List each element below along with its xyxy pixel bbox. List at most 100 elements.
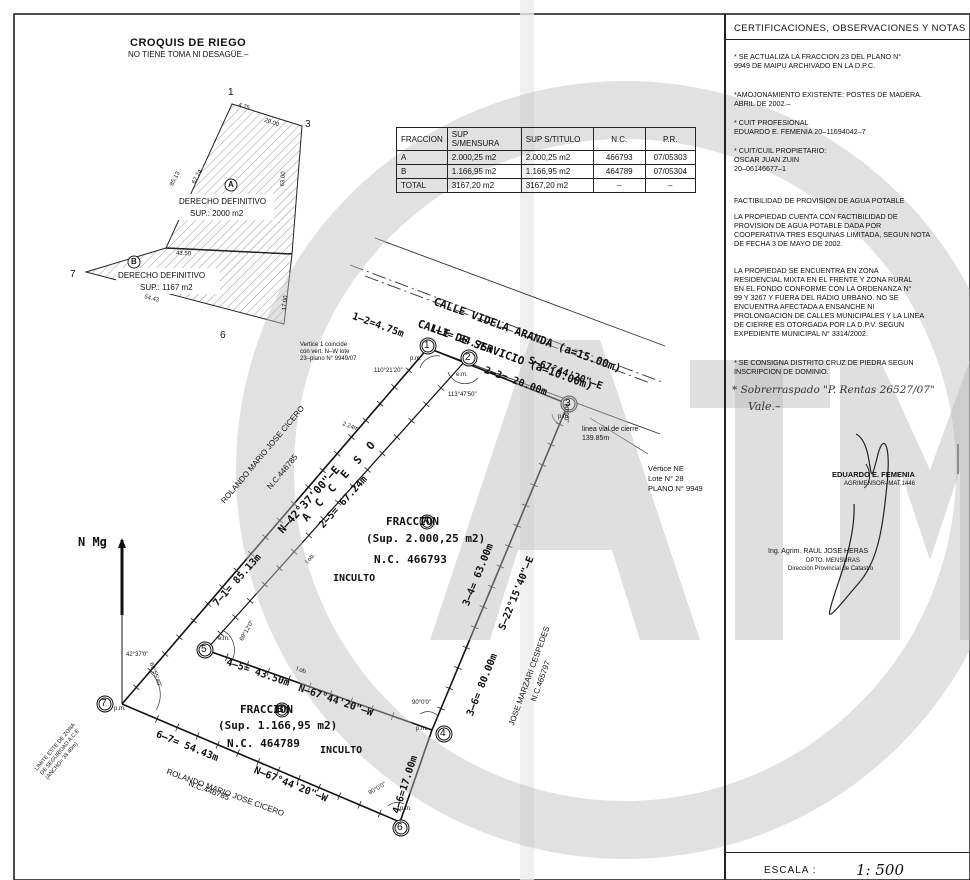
vertex-label-5: 5 — [201, 644, 207, 655]
table-cell: 464789 — [592, 164, 646, 179]
boundary-tick — [320, 515, 327, 522]
croquis-point-6: 6 — [220, 330, 226, 341]
boundary-tick — [245, 660, 250, 669]
croquis-dim-5: 63.00 — [279, 171, 288, 187]
boundary-tick — [190, 617, 197, 624]
boundary-tick — [276, 565, 283, 572]
boundary-tick — [319, 467, 327, 474]
boundary-tick — [337, 792, 342, 801]
boundary-tick — [246, 597, 254, 604]
note-fraccion: * SE ACTUALIZA LA FRACCION 23 DEL PLANO … — [734, 52, 902, 70]
boundary-tick — [378, 450, 386, 457]
fraction-table: FRACCION SUP S/MENSURA SUP S/TITULO N.C.… — [396, 127, 696, 193]
croquis-point-7: 7 — [70, 269, 76, 280]
table-cell: 2.000,25 m2 — [446, 150, 522, 165]
boundary-tick — [261, 581, 268, 588]
pm-vertex-6: p.m. — [400, 806, 412, 812]
boundary-tick — [247, 550, 255, 557]
boundary-tick — [391, 384, 398, 390]
boundary-tick — [232, 614, 239, 621]
table-header-row: FRACCION SUP S/MENSURA SUP S/TITULO N.C.… — [396, 127, 696, 151]
table-header-cell: SUP S/MENSURA — [446, 127, 522, 151]
boundary-tick — [217, 630, 224, 637]
boundary-tick — [376, 400, 384, 407]
signature-name: EDUARDO E. FEMENIA — [832, 470, 915, 479]
table-header-cell: FRACCION — [396, 127, 448, 151]
vertex-label-7: 7 — [101, 698, 107, 709]
pm-vertex-7: p.m. — [114, 706, 126, 712]
boundary-tick — [454, 666, 462, 670]
table-cell: 1.166,95 m2 — [446, 164, 522, 179]
table-cell: – — [644, 178, 696, 193]
boundary-tick — [479, 605, 488, 609]
boundary-tick — [408, 417, 415, 424]
croquis-letter-b: B — [131, 257, 137, 266]
table-cell: 07/05303 — [644, 150, 696, 165]
croquis-sup-b: SUP.: 1167 m2 — [140, 283, 193, 292]
fraction-b-sup: (Sup. 1.166,95 m2) — [218, 719, 338, 732]
boundary-tick — [233, 567, 241, 574]
vertice-1-note: Vertice 1 coincide con vert. N–W lote 23… — [300, 342, 357, 362]
boundary-tick — [147, 667, 154, 674]
boundary-tick — [513, 523, 522, 528]
boundary-tick — [204, 600, 212, 607]
boundary-tick — [530, 483, 538, 488]
stamp-line-1: Ing. Agrim. RAUL JOSE HERAS — [768, 548, 869, 555]
boundary-tick — [496, 564, 505, 569]
stamp-line-3: Dirección Provincial de Catastro — [788, 566, 874, 572]
boundary-tick — [334, 499, 342, 506]
boundary-tick — [290, 500, 298, 507]
fraction-a-letter: A — [423, 515, 430, 525]
boundary-tick — [364, 466, 371, 473]
note-distrito: * SE CONSIGNA DISTRITO CRUZ DE PIEDRA SE… — [734, 358, 914, 376]
croquis-point-3: 3 — [305, 119, 311, 130]
table-cell: – — [592, 178, 646, 193]
em-vertex-2: e.m. — [456, 372, 468, 378]
vertex-label-4: 4 — [440, 728, 446, 739]
vertex-label-3: 3 — [565, 398, 571, 409]
boundary-tick — [155, 715, 159, 723]
boundary-tick — [437, 706, 445, 711]
boundary-tick — [317, 783, 321, 792]
boundary-tick — [423, 401, 430, 408]
vertex-label-1: 1 — [424, 340, 430, 351]
angle-vertex-7a: 42°37'0" — [126, 652, 149, 658]
boundary-tick — [307, 682, 312, 691]
boundary-tick — [305, 532, 313, 539]
boundary-tick — [555, 422, 564, 427]
croquis-title: CROQUIS DE RIEGO — [130, 37, 247, 49]
boundary-tick — [362, 417, 370, 424]
boundary-tick — [521, 503, 530, 508]
fraction-a-sup: (Sup. 2.000,25 m2) — [366, 532, 486, 545]
croquis-circle-b — [127, 255, 141, 269]
handwritten-annotation: * Sobrerraspado "P. Rentas 26527/07" — [732, 384, 935, 396]
table-cell: 3167,20 m2 — [520, 178, 594, 193]
boundary-tick — [276, 766, 281, 775]
fraction-a-title: FRACCION — [386, 515, 439, 528]
table-cell: 3167,20 m2 — [446, 178, 522, 193]
angle-arcs — [149, 355, 561, 807]
fraction-b-title: FRACCION — [240, 703, 293, 716]
table-row: B 1.166,95 m2 1.166,95 m2 464789 07/0530… — [396, 164, 696, 179]
croquis-sketch — [84, 103, 303, 325]
em-vertex-5: e.m. — [218, 636, 230, 642]
boundary-tick — [276, 517, 284, 524]
note-cuit-propietario: * CUIT/CUIL PROPIETARIO: OSCAR JUAN ZUIN… — [734, 146, 827, 173]
angle-vertex-2: 113°47'50" — [448, 392, 477, 398]
fraction-b-inculto: INCULTO — [320, 745, 363, 756]
table-cell: B — [396, 164, 448, 179]
table-cell: TOTAL — [396, 178, 448, 193]
stamp-line-2: DPTO. MENSURAS — [806, 558, 860, 564]
boundary-tick — [377, 809, 382, 818]
boundary-tick — [437, 384, 445, 391]
scale-box: ESCALA : 1: 500 — [726, 852, 970, 880]
streets — [349, 237, 666, 455]
signature-title: AGRIMENSOR–MAT.1446 — [844, 481, 915, 487]
pm-vertex-4: p.m. — [416, 726, 428, 732]
croquis-dim-6: 43.50 — [175, 250, 192, 258]
note-amojonamiento: *AMOJONAMIENTO EXISTENTE: POSTES DE MADE… — [734, 90, 922, 108]
note-cuit-profesional: * CUIT PROFESIONAL EDUARDO E. FEMENIA 20… — [734, 118, 866, 136]
vertice-ne-note: Vértice NE Lote N° 28 PLANO N° 9949 — [648, 464, 703, 493]
